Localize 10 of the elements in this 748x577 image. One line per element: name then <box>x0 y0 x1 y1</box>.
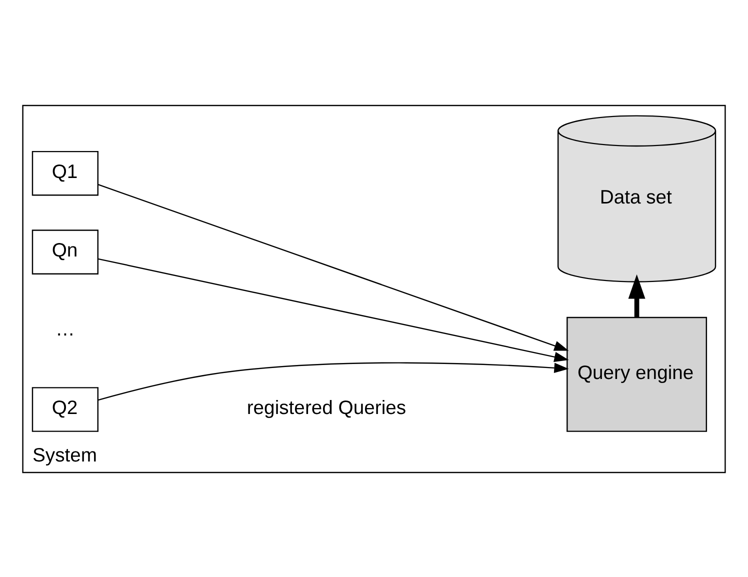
arrow <box>98 184 569 350</box>
arrow <box>98 258 569 362</box>
arrow <box>98 362 569 400</box>
node-box: Q1 <box>32 150 98 196</box>
node-box: Query engine <box>566 316 708 432</box>
label: … <box>56 318 75 340</box>
arrow <box>628 274 646 317</box>
node-box: Qn <box>32 229 98 274</box>
node-box: Q2 <box>32 386 98 432</box>
label: registered Queries <box>246 396 406 419</box>
